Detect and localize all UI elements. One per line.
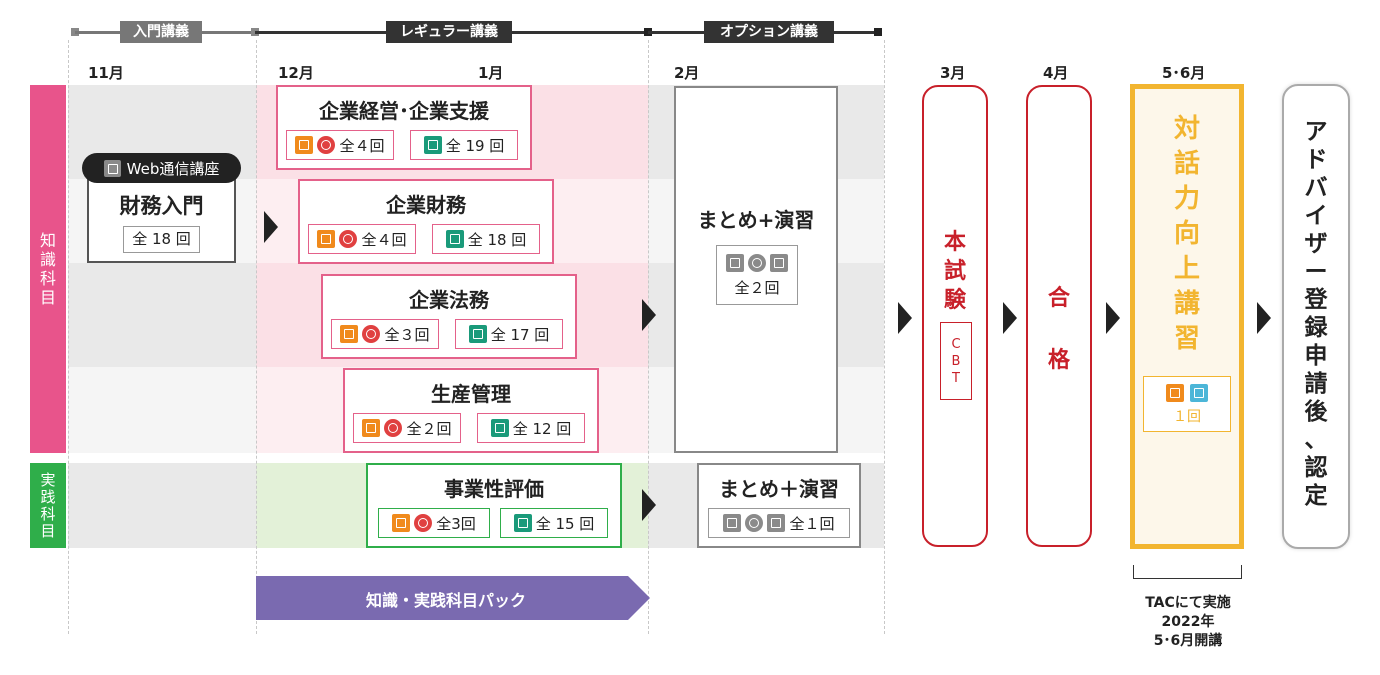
divider-feb: [648, 40, 649, 634]
pass-box[interactable]: [1026, 85, 1092, 547]
web-intro-course-card[interactable]: [87, 170, 236, 263]
regular-lecture-label: レギュラー講義: [386, 21, 512, 43]
course-production-management[interactable]: 生産管理 全２回 全 12 回: [343, 368, 599, 453]
month-mayjun: 5･6月: [1162, 64, 1206, 82]
cbt-badge: C B T: [940, 322, 972, 400]
web-icon: [490, 419, 509, 437]
intro-lecture-label: 入門講義: [120, 21, 202, 43]
knowledge-subjects-label: 知 識 科 目: [30, 85, 66, 453]
course-2-web-count: 全 18 回: [432, 224, 540, 254]
instructor-icon: [340, 325, 359, 343]
web-course-title: 財務入門: [119, 194, 204, 218]
arrow-to-pass: [1003, 302, 1017, 334]
video-icon: [317, 136, 336, 154]
course-business-evaluation[interactable]: 事業性評価 全3回 全 15 回: [366, 463, 622, 548]
summary-knowledge-count: 全２回: [716, 245, 798, 305]
web-icon: [770, 254, 788, 272]
course-4-web-count: 全 12 回: [477, 413, 585, 443]
practice-web-count: 全 15 回: [500, 508, 608, 538]
course-3-web-count: 全 17 回: [455, 319, 563, 349]
summary-knowledge-title: まとめ+演習: [697, 208, 815, 232]
web-course-count: 全 18 回: [123, 226, 200, 253]
instructor-icon: [726, 254, 744, 272]
month-nov: 11月: [88, 64, 124, 82]
pass-label: 合 格: [1047, 286, 1070, 373]
web-icon: [513, 514, 532, 532]
dialogue-icon: [1190, 384, 1208, 402]
divider-nov: [68, 40, 69, 634]
main-exam-box[interactable]: [922, 85, 988, 547]
instructor-icon: [723, 514, 742, 532]
course-2-instructor-count: 全４回: [308, 224, 416, 254]
video-icon: [362, 325, 381, 343]
summary-practice-title: まとめ＋演習: [719, 477, 839, 501]
arrow-intro-to-regular: [264, 211, 278, 243]
pack-label: 知識・実践科目パック: [365, 591, 526, 610]
web-course-badge: Web通信講座: [82, 153, 241, 183]
course-management-support[interactable]: 企業経営･企業支援 全４回 全 19 回: [276, 85, 532, 170]
summary-practice-count: 全１回: [708, 508, 850, 538]
divider-end: [884, 40, 885, 634]
instructor-icon: [1166, 384, 1184, 402]
video-icon: [745, 514, 764, 532]
main-exam-label: 本 試 験: [943, 230, 966, 313]
dialogue-course-box[interactable]: [1130, 84, 1244, 549]
video-icon: [748, 254, 766, 272]
web-icon: [445, 230, 464, 248]
dialogue-course-title: 対 話 力 向 上 講 習: [1173, 114, 1200, 354]
instructor-icon: [295, 136, 314, 154]
arrow-knowledge-to-summary: [642, 299, 656, 331]
video-icon: [414, 514, 433, 532]
pack-banner[interactable]: [256, 576, 650, 620]
divider-dec: [256, 40, 257, 634]
arrow-to-registration: [1257, 302, 1271, 334]
registration-label: ア ド バ イ ザ ー 登 録 申 請 後 、 認 定: [1304, 119, 1328, 509]
timeline-end-marker: [874, 28, 882, 36]
course-3-instructor-count: 全３回: [331, 319, 439, 349]
month-mar: 3月: [940, 64, 966, 82]
web-icon: [423, 136, 442, 154]
option-lecture-label: オプション講義: [704, 21, 834, 43]
web-icon: [767, 514, 786, 532]
video-icon: [339, 230, 358, 248]
arrow-to-exam: [898, 302, 912, 334]
web-icon: [468, 325, 487, 343]
dialogue-count: １回: [1143, 376, 1231, 432]
course-4-instructor-count: 全２回: [353, 413, 461, 443]
registration-box[interactable]: [1282, 84, 1350, 549]
instructor-icon: [362, 419, 381, 437]
instructor-icon: [392, 514, 411, 532]
month-feb: 2月: [674, 64, 700, 82]
practice-subjects-label: 実 践 科 目: [30, 463, 66, 548]
month-apr: 4月: [1043, 64, 1069, 82]
arrow-to-dialogue: [1106, 302, 1120, 334]
course-corporate-law[interactable]: 企業法務 全３回 全 17 回: [321, 274, 577, 359]
course-1-web-count: 全 19 回: [410, 130, 518, 160]
video-icon: [384, 419, 403, 437]
course-1-instructor-count: 全４回: [286, 130, 394, 160]
tac-bracket: [1133, 565, 1242, 579]
practice-instructor-count: 全3回: [378, 508, 490, 538]
tac-note: TACにて実施 2022年 5･6月開講: [1145, 595, 1231, 649]
month-jan: 1月: [478, 64, 504, 82]
course-corporate-finance[interactable]: 企業財務 全４回 全 18 回: [298, 179, 554, 264]
arrow-practice-to-summary: [642, 489, 656, 521]
instructor-icon: [317, 230, 336, 248]
web-icon: [103, 159, 121, 177]
month-dec: 12月: [278, 64, 314, 82]
